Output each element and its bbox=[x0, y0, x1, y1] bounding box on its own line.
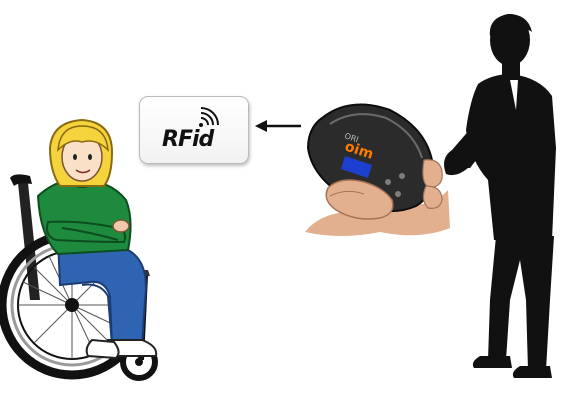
girl-in-wheelchair-illustration bbox=[0, 118, 158, 381]
handheld-rfid-reader: ORI oim bbox=[305, 103, 450, 236]
rfid-label: RFid bbox=[162, 127, 214, 152]
rfid-card: RFid bbox=[139, 96, 249, 164]
reader-tag-label: ORI bbox=[343, 131, 359, 144]
man-silhouette bbox=[444, 14, 556, 378]
arrow-left-icon bbox=[255, 120, 301, 132]
wireless-signal-icon bbox=[199, 107, 219, 127]
